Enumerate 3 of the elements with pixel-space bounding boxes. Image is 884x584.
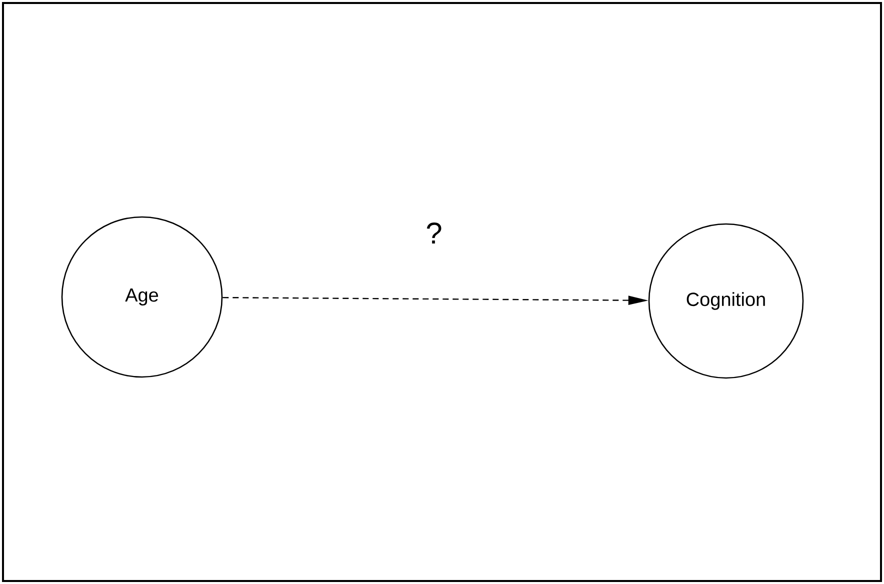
- circle-node: Cognition: [648, 223, 804, 379]
- edge-label: ?: [426, 222, 442, 244]
- circle-node: Age: [61, 216, 223, 378]
